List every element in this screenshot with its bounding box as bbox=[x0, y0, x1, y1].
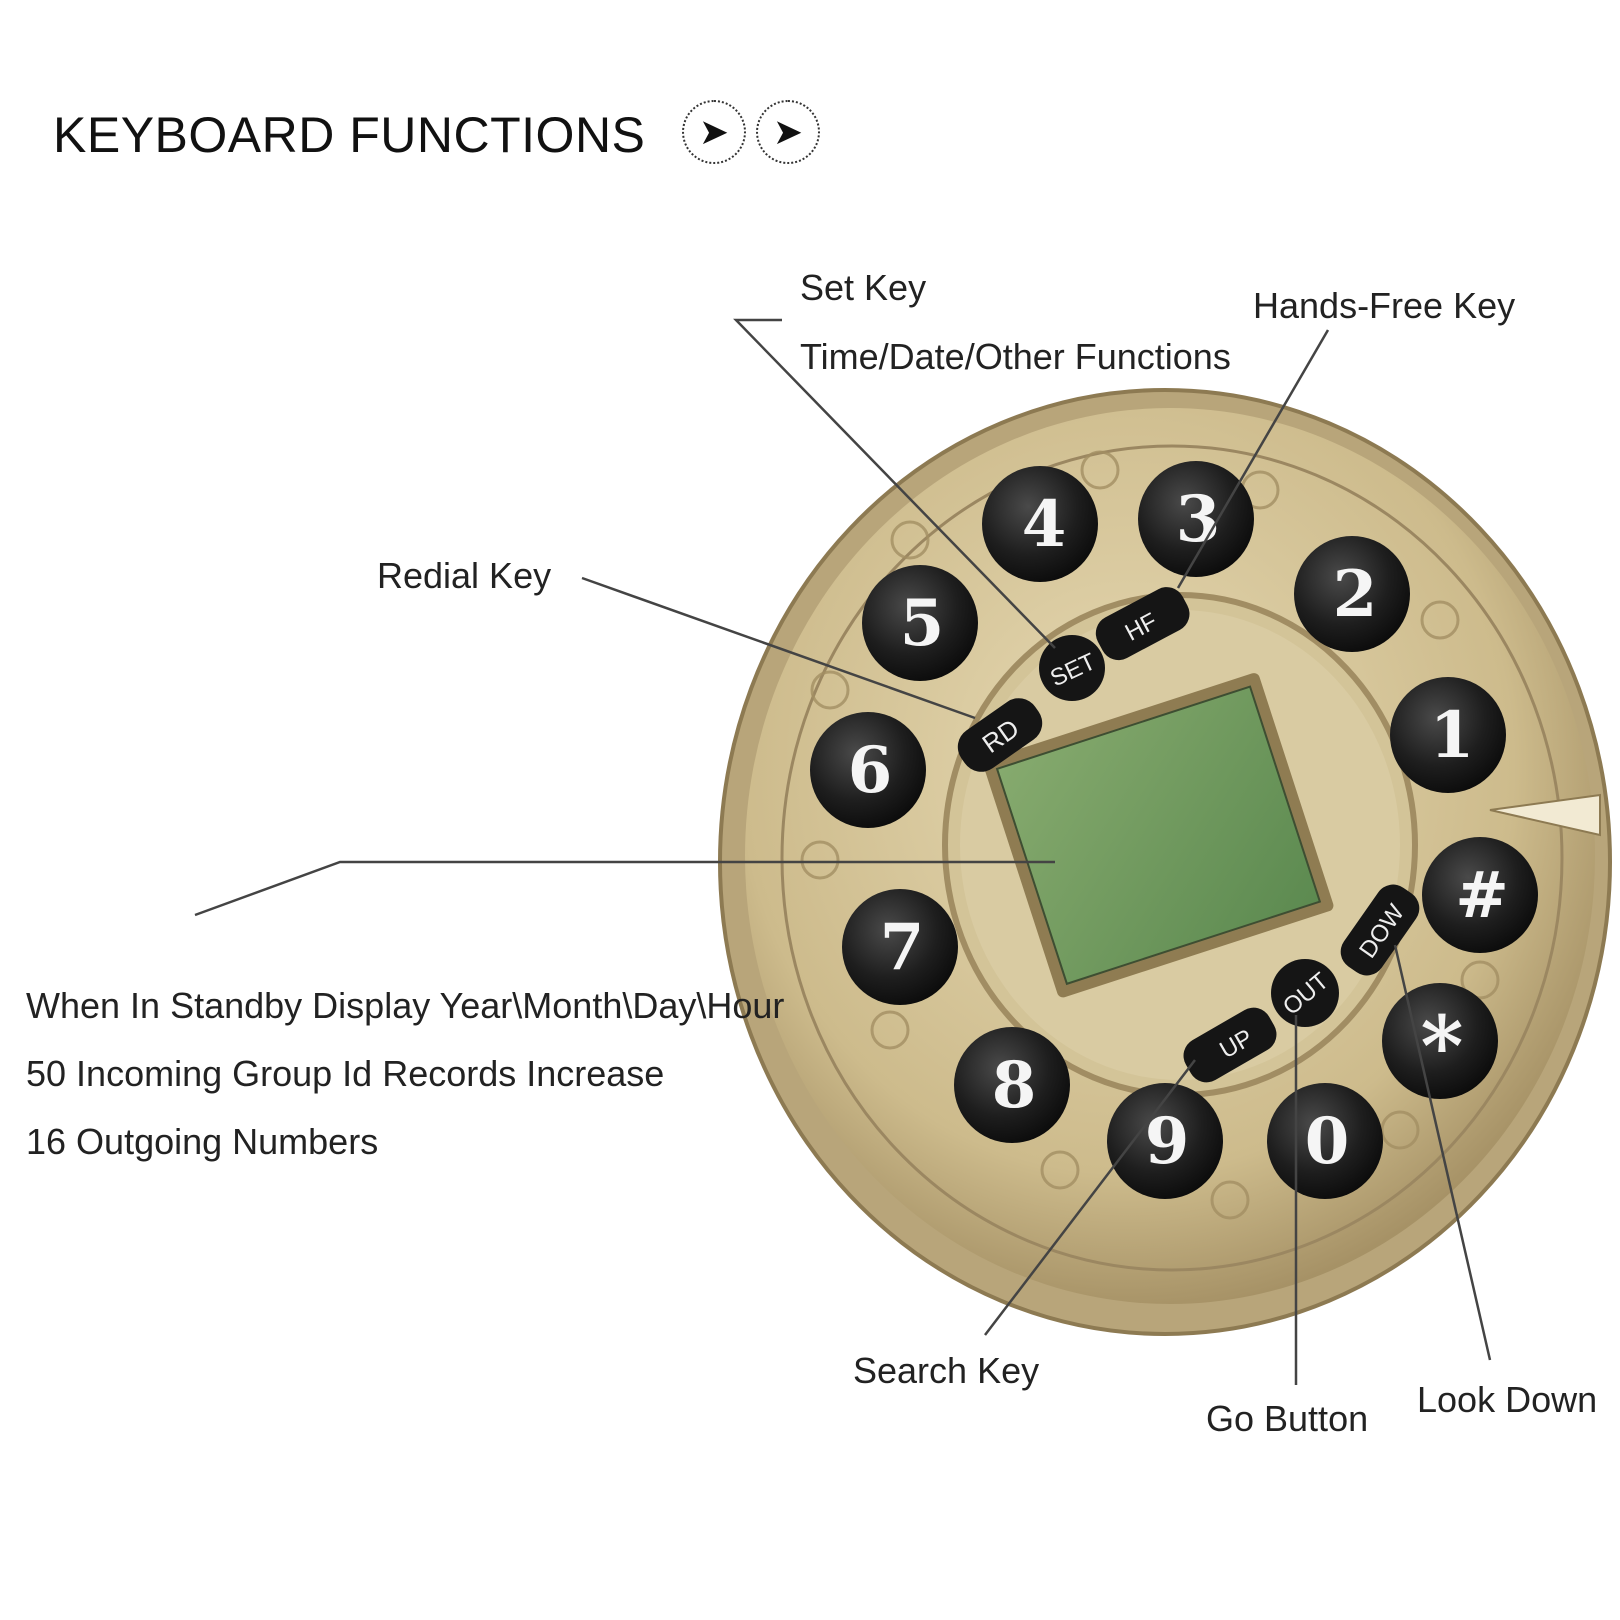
keypad-groove bbox=[780, 444, 1564, 1272]
key-7-label: 7 bbox=[880, 910, 925, 985]
key-6-label: 6 bbox=[848, 733, 893, 808]
key-hash-label: # bbox=[1455, 858, 1509, 933]
look-down-leader bbox=[1393, 944, 1492, 1361]
keypad-notch bbox=[1489, 793, 1601, 837]
arrow-right-icon: ➤ bbox=[756, 100, 820, 164]
arrow-right-icon: ➤ bbox=[682, 100, 746, 164]
key-6[interactable] bbox=[810, 712, 926, 828]
redial-button[interactable]: RD bbox=[950, 690, 1050, 779]
set-key-leader bbox=[733, 318, 1056, 649]
set-key-label: Set Key bbox=[800, 267, 927, 308]
set-button[interactable]: SET bbox=[1039, 635, 1105, 701]
key-3[interactable] bbox=[1138, 461, 1254, 577]
display-leader bbox=[194, 860, 1055, 917]
key-5-label: 5 bbox=[900, 586, 945, 661]
page-title: KEYBOARD FUNCTIONS bbox=[53, 107, 646, 163]
look-down-label: Look Down bbox=[1417, 1379, 1598, 1420]
up-button[interactable]: UP bbox=[1177, 1001, 1283, 1089]
hands-free-key-label: Hands-Free Key bbox=[1253, 285, 1516, 326]
key-8-label: 8 bbox=[992, 1048, 1037, 1123]
key-9[interactable] bbox=[1107, 1083, 1223, 1199]
digit-key-labels: 1 2 3 4 5 6 7 8 9 0 * # bbox=[848, 482, 1509, 1179]
search-key-label: Search Key bbox=[853, 1350, 1040, 1391]
key-4-label: 4 bbox=[1022, 487, 1067, 562]
key-7[interactable] bbox=[842, 889, 958, 1005]
key-0-label: 0 bbox=[1305, 1104, 1350, 1179]
search-key-leader bbox=[984, 1059, 1196, 1336]
display-feature-line-1: When In Standby Display Year\Month\Day\H… bbox=[26, 985, 785, 1026]
key-5[interactable] bbox=[862, 565, 978, 681]
key-4[interactable] bbox=[982, 466, 1098, 582]
key-8[interactable] bbox=[954, 1027, 1070, 1143]
digit-keys bbox=[810, 461, 1538, 1199]
function-keys: RD SET HF UP OUT DOW bbox=[950, 581, 1420, 1089]
key-2[interactable] bbox=[1294, 536, 1410, 652]
ornament-pattern bbox=[800, 450, 1500, 1220]
key-2-label: 2 bbox=[1333, 557, 1378, 632]
go-button-label: Go Button bbox=[1206, 1398, 1369, 1439]
leader-lines bbox=[194, 318, 1492, 1385]
key-hash[interactable] bbox=[1422, 837, 1538, 953]
display-feature-line-3: 16 Outgoing Numbers bbox=[26, 1121, 379, 1162]
redial-leader bbox=[581, 576, 976, 720]
lcd-screen bbox=[983, 673, 1334, 998]
key-3-label: 3 bbox=[1176, 482, 1221, 557]
key-1-label: 1 bbox=[1430, 698, 1475, 773]
set-key-description: Time/Date/Other Functions bbox=[800, 336, 1231, 377]
display-feature-line-2: 50 Incoming Group Id Records Increase bbox=[26, 1053, 665, 1094]
key-star-label: * bbox=[1421, 999, 1464, 1095]
hands-free-leader bbox=[1176, 329, 1330, 589]
out-button[interactable]: OUT bbox=[1271, 959, 1339, 1027]
redial-key-label: Redial Key bbox=[377, 555, 552, 596]
key-1[interactable] bbox=[1390, 677, 1506, 793]
hands-free-button[interactable]: HF bbox=[1089, 581, 1195, 667]
